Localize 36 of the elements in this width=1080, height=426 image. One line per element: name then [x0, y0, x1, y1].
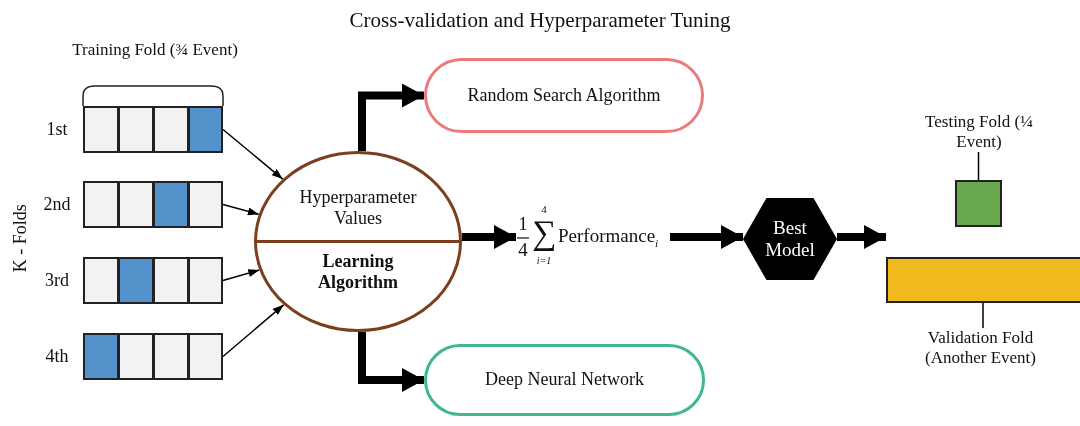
fold-label: 2nd — [42, 193, 72, 215]
node-text: Random Search Algorithm — [466, 84, 662, 106]
formula-text: Performance$_{i}$ — [558, 225, 660, 250]
fold-caption: Testing Fold (¼ Event) — [922, 112, 1036, 152]
fold-label: 3rd — [44, 269, 70, 291]
sum-symbol: ∑ — [530, 213, 558, 253]
arrow — [358, 83, 424, 152]
leader-line — [982, 302, 984, 329]
node-text: Best Model — [764, 217, 816, 261]
axis-label: K - Folds — [9, 203, 31, 275]
fold-row — [83, 257, 223, 304]
leader-line — [977, 151, 980, 181]
arrow — [358, 331, 424, 392]
sum-limit: i=1 — [535, 255, 553, 267]
fraction-numerator: 1 — [517, 213, 529, 235]
testing-box — [955, 180, 1002, 227]
validation-bar — [886, 257, 1080, 303]
group-label: Training Fold (¾ Event) — [71, 40, 239, 60]
fold-row — [83, 181, 223, 228]
node-text: Deep Neural Network — [484, 369, 645, 390]
fold-row — [83, 333, 223, 380]
split-ellipse — [254, 151, 462, 332]
fold-label: 4th — [44, 345, 70, 367]
fraction-denominator: 4 — [517, 239, 529, 261]
diagram-title: Cross-validation and Hyperparameter Tuning — [348, 8, 732, 33]
hexagon — [743, 198, 837, 280]
arrow — [222, 128, 284, 180]
arrow — [222, 269, 261, 282]
fold-row — [83, 106, 223, 153]
arrow — [222, 203, 260, 216]
fold-label: 1st — [45, 118, 69, 140]
fold-caption: Validation Fold (Another Event) — [898, 328, 1063, 372]
sum-limit: 4 — [540, 203, 548, 216]
node-text: Learning Algorithm — [317, 251, 399, 293]
arrow — [222, 304, 285, 358]
node-text: Hyperparameter Values — [298, 187, 418, 229]
